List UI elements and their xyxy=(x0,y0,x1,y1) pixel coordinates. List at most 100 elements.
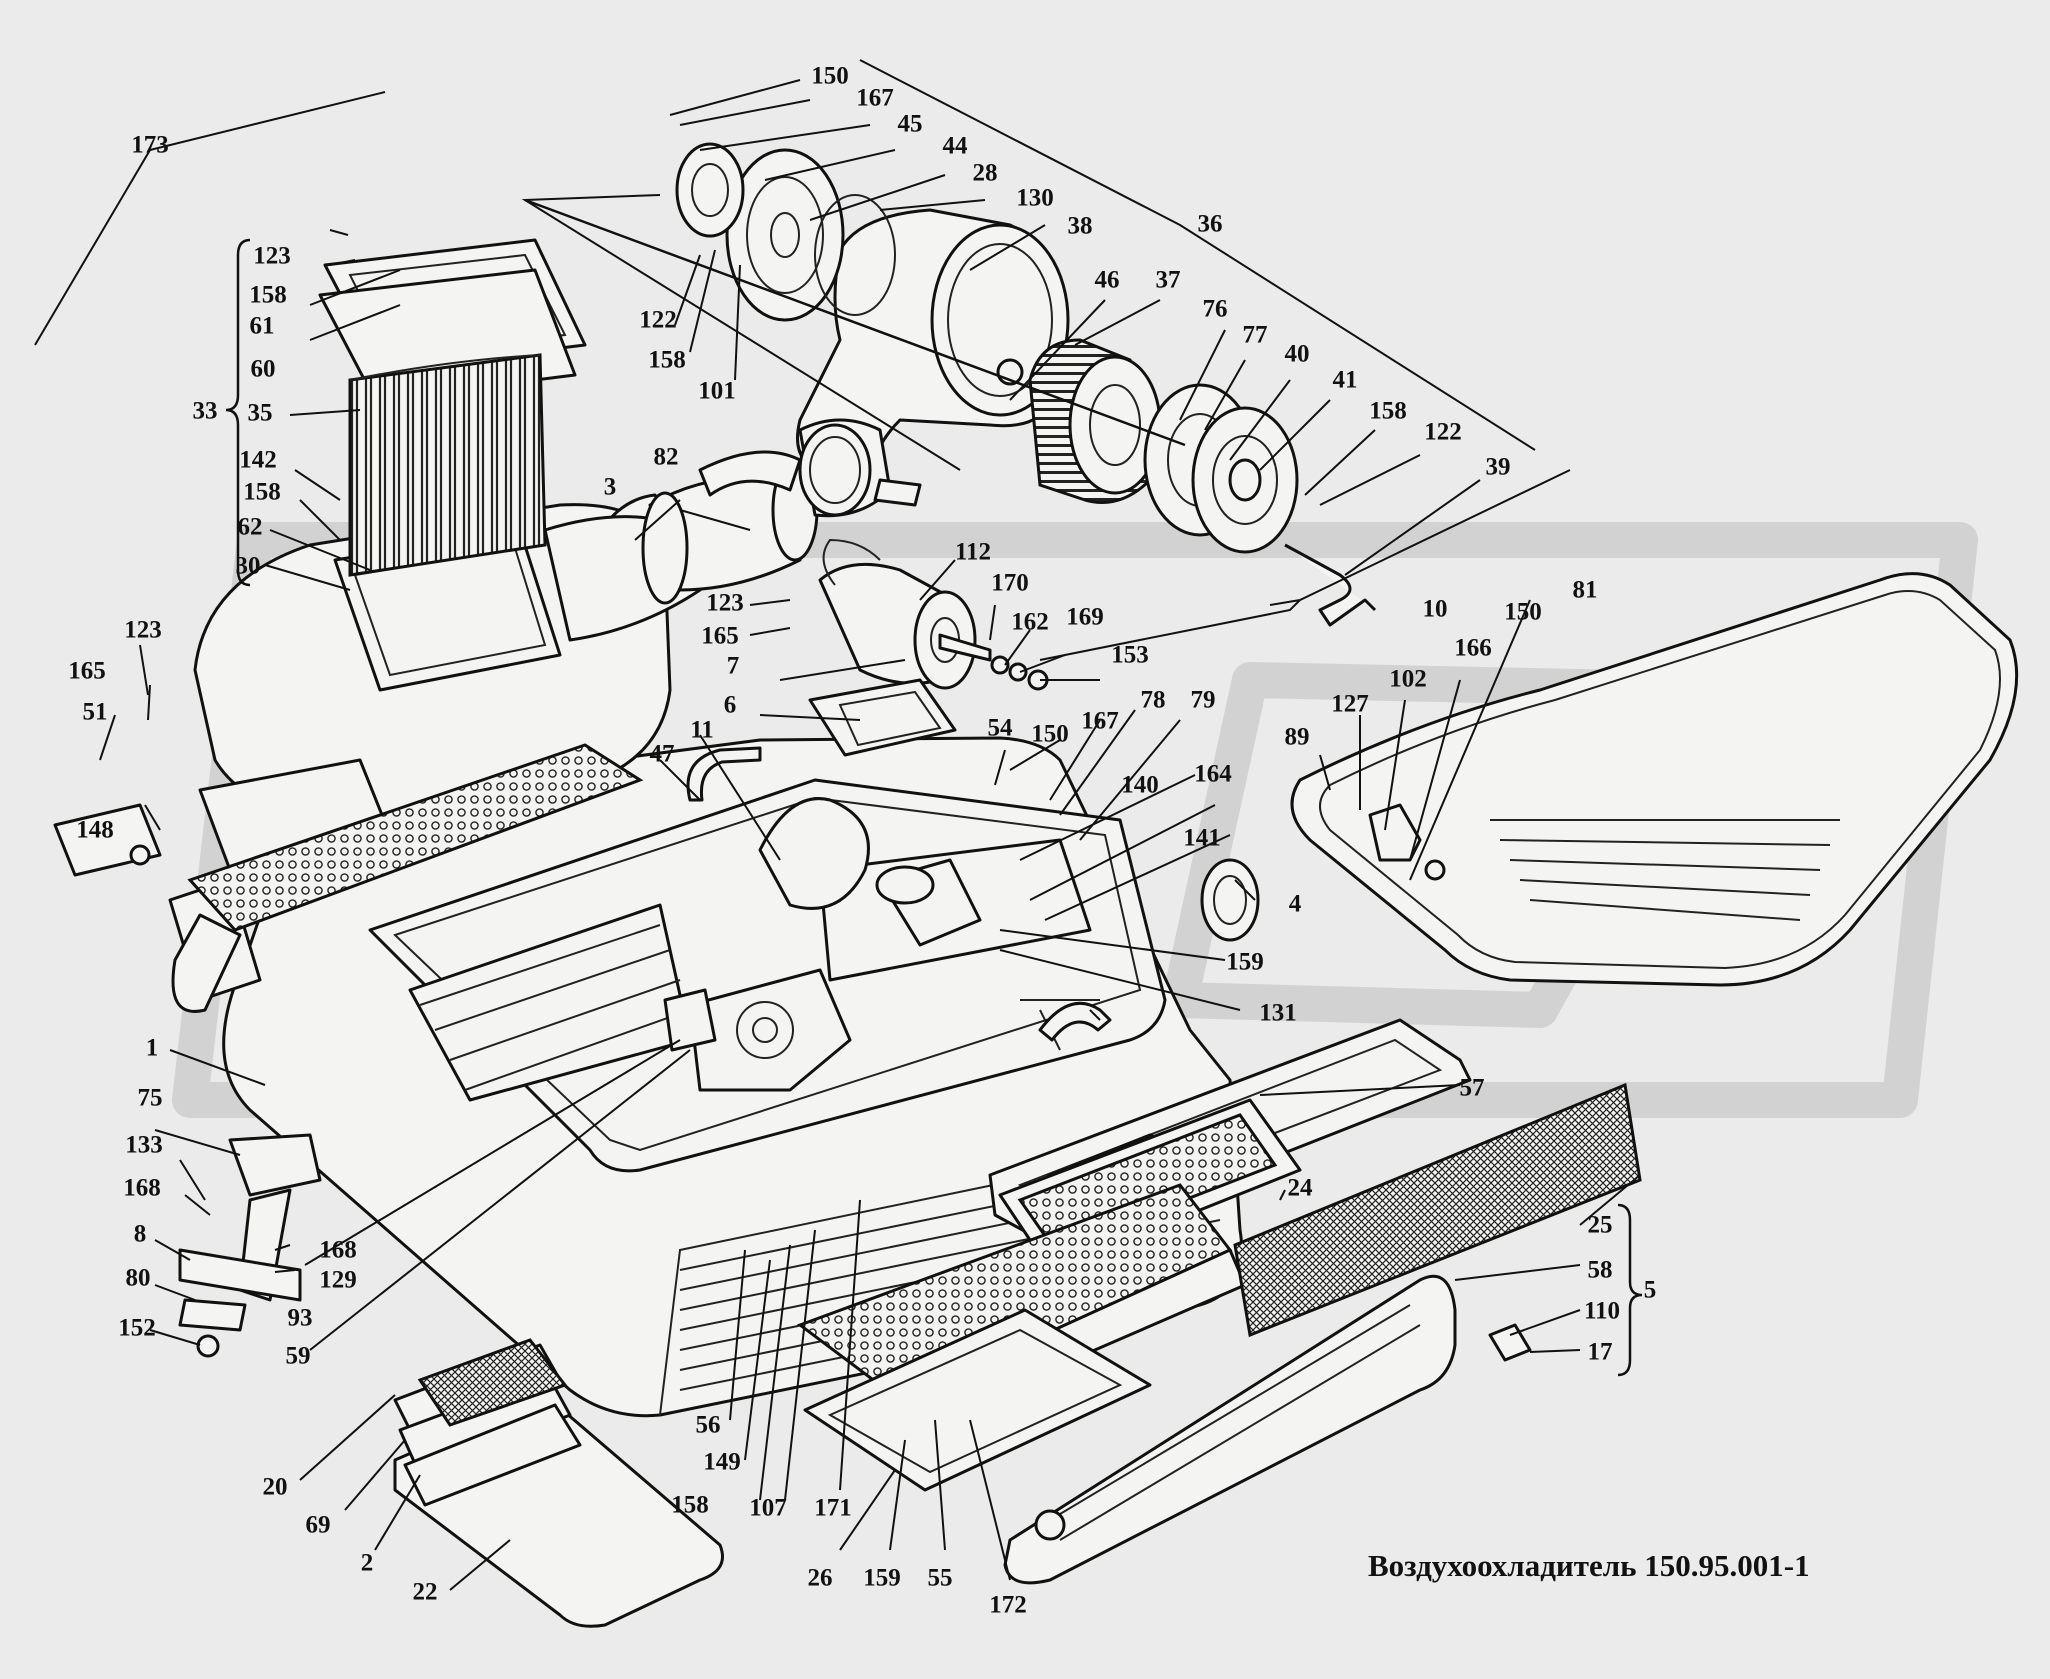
callout-36: 36 xyxy=(1197,210,1223,238)
callout-22: 22 xyxy=(412,1578,438,1606)
callout-148: 148 xyxy=(76,816,114,844)
callout-61: 61 xyxy=(249,312,275,340)
diagram-caption: Воздухоохладитель 150.95.001-1 xyxy=(1368,1548,1810,1583)
callout-40: 40 xyxy=(1284,340,1310,368)
callout-58: 58 xyxy=(1587,1256,1613,1284)
callout-8: 8 xyxy=(133,1220,147,1248)
callout-93: 93 xyxy=(287,1304,313,1332)
callout-110: 110 xyxy=(1583,1297,1621,1325)
callout-17: 17 xyxy=(1587,1338,1613,1366)
callout-158-d: 158 xyxy=(1369,397,1407,425)
callout-76: 76 xyxy=(1202,295,1228,323)
callout-172: 172 xyxy=(989,1591,1027,1619)
callout-24: 24 xyxy=(1287,1174,1313,1202)
callout-123-b: 123 xyxy=(706,589,744,617)
callout-6: 6 xyxy=(723,691,737,719)
callout-77: 77 xyxy=(1242,321,1268,349)
callout-133: 133 xyxy=(125,1131,163,1159)
left-filter xyxy=(53,743,644,1013)
callout-55: 55 xyxy=(927,1564,953,1592)
callout-57: 57 xyxy=(1459,1074,1485,1102)
callout-171: 171 xyxy=(814,1494,852,1522)
callout-150-c: 150 xyxy=(1031,720,1069,748)
callout-10: 10 xyxy=(1422,595,1448,623)
heat-exchanger-33 xyxy=(318,238,587,577)
callout-112: 112 xyxy=(954,538,992,566)
callout-69: 69 xyxy=(305,1511,331,1539)
housing-1 xyxy=(222,736,1244,1418)
bracket-8 xyxy=(178,1133,322,1358)
callout-165-b: 165 xyxy=(68,657,106,685)
callout-11: 11 xyxy=(690,716,714,744)
callout-35: 35 xyxy=(247,399,273,427)
callout-169: 169 xyxy=(1066,603,1104,631)
callout-149: 149 xyxy=(703,1448,741,1476)
callout-5: 5 xyxy=(1643,1276,1657,1304)
callout-33: 33 xyxy=(192,397,218,425)
callout-1: 1 xyxy=(145,1034,159,1062)
callout-101: 101 xyxy=(698,377,736,405)
callout-150: 150 xyxy=(811,62,849,90)
callout-130: 130 xyxy=(1016,184,1054,212)
callout-122: 122 xyxy=(639,306,677,334)
callout-167: 167 xyxy=(856,84,894,112)
callout-59: 59 xyxy=(285,1342,311,1370)
callout-25: 25 xyxy=(1587,1211,1613,1239)
callout-82: 82 xyxy=(653,443,679,471)
callout-129: 129 xyxy=(319,1266,357,1294)
callout-159-b: 159 xyxy=(863,1564,901,1592)
lower-collar-2 xyxy=(393,1338,724,1628)
callout-131: 131 xyxy=(1259,999,1297,1027)
callout-142: 142 xyxy=(239,446,277,474)
callout-54: 54 xyxy=(987,714,1013,742)
callout-164: 164 xyxy=(1194,760,1232,788)
callout-89: 89 xyxy=(1284,723,1310,751)
callout-41: 41 xyxy=(1332,366,1358,394)
callout-107: 107 xyxy=(749,1494,787,1522)
callout-51: 51 xyxy=(82,698,108,726)
callout-60: 60 xyxy=(250,355,276,383)
callout-38: 38 xyxy=(1067,212,1093,240)
callout-79: 79 xyxy=(1190,686,1216,714)
callout-75: 75 xyxy=(137,1084,163,1112)
callout-152: 152 xyxy=(118,1314,156,1342)
callout-170: 170 xyxy=(991,569,1029,597)
blower-36 xyxy=(675,142,1377,627)
callout-28: 28 xyxy=(972,159,998,187)
callout-167-b: 167 xyxy=(1081,707,1119,735)
callout-168-b: 168 xyxy=(319,1236,357,1264)
callout-127: 127 xyxy=(1331,690,1369,718)
callout-158-c: 158 xyxy=(648,346,686,374)
callout-20: 20 xyxy=(262,1473,288,1501)
callout-159: 159 xyxy=(1226,948,1264,976)
callout-158: 158 xyxy=(249,281,287,309)
cover-81 xyxy=(1290,572,2019,987)
callout-173: 173 xyxy=(131,131,169,159)
callout-158-e: 158 xyxy=(671,1491,709,1519)
callout-81: 81 xyxy=(1572,576,1598,604)
callout-165: 165 xyxy=(701,622,739,650)
callout-140: 140 xyxy=(1121,771,1159,799)
callout-47: 47 xyxy=(649,740,675,768)
callout-123-c: 123 xyxy=(124,616,162,644)
duct-3 xyxy=(543,450,819,642)
callout-166: 166 xyxy=(1454,634,1492,662)
callout-80: 80 xyxy=(125,1264,151,1292)
group-braces xyxy=(225,198,1643,1377)
callout-4: 4 xyxy=(1288,890,1302,918)
callout-30: 30 xyxy=(235,552,261,580)
callout-122-b: 122 xyxy=(1424,418,1462,446)
callout-141: 141 xyxy=(1183,824,1221,852)
callout-26: 26 xyxy=(807,1564,833,1592)
callout-3: 3 xyxy=(603,473,617,501)
callout-2: 2 xyxy=(360,1549,374,1577)
callout-123: 123 xyxy=(253,242,291,270)
tray-26 xyxy=(803,1308,1152,1492)
callout-7: 7 xyxy=(726,652,740,680)
callout-56: 56 xyxy=(695,1411,721,1439)
callout-102: 102 xyxy=(1389,665,1427,693)
callout-78: 78 xyxy=(1140,686,1166,714)
callout-37: 37 xyxy=(1155,266,1181,294)
